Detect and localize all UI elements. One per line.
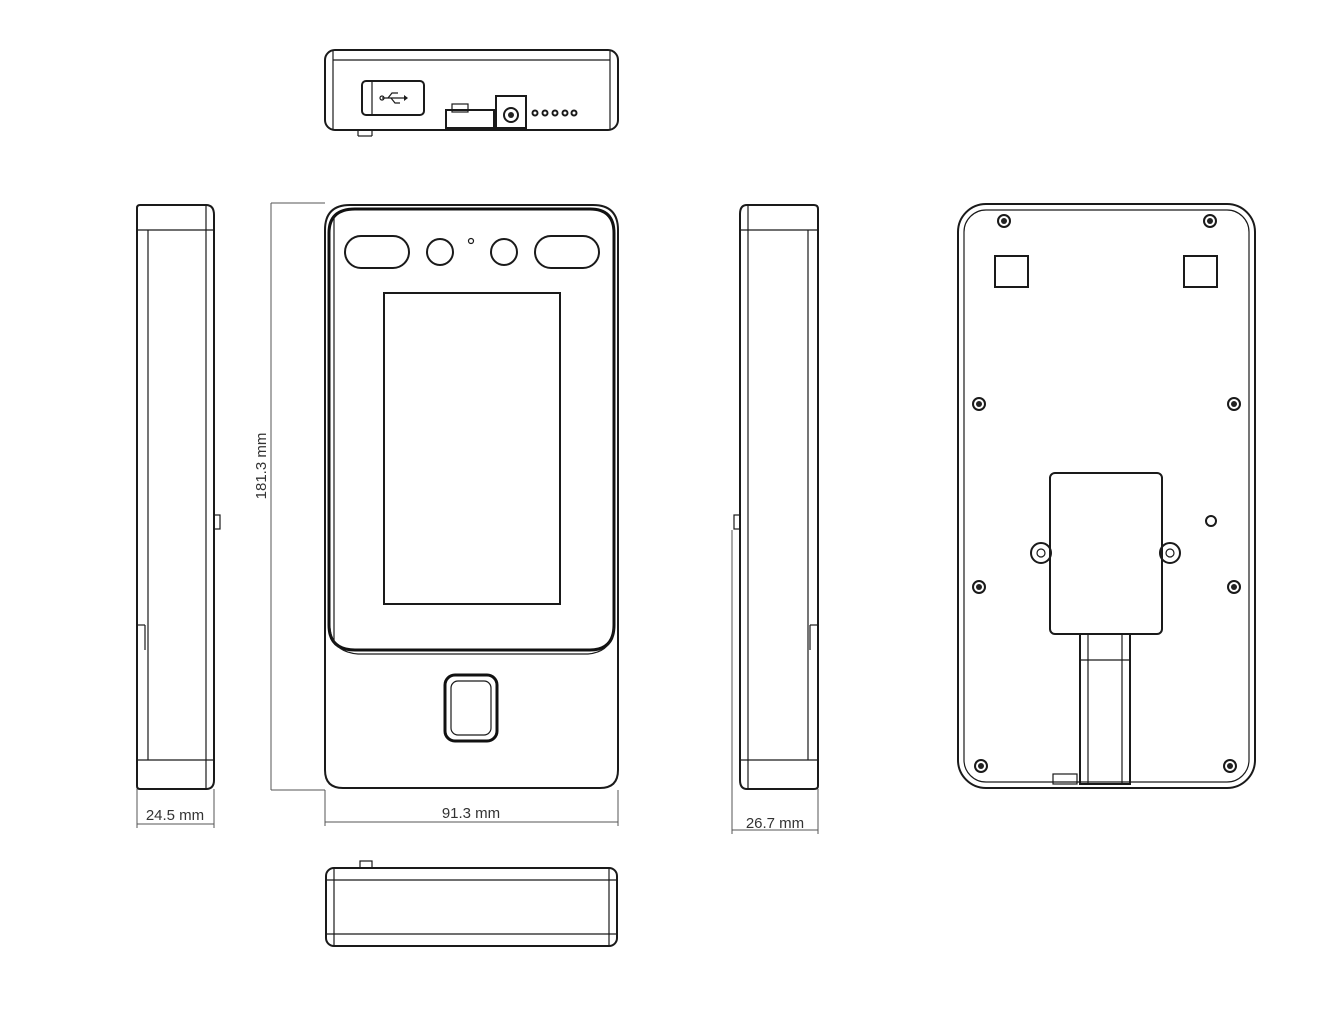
fingerprint-sensor (443, 673, 499, 743)
usb-port (361, 80, 425, 116)
right-side-view (733, 204, 819, 790)
height-dimension: 181.3 mm (253, 202, 325, 791)
left-depth-dimension: 24.5 mm (136, 789, 215, 828)
back-hole (1205, 515, 1217, 527)
top-view (324, 49, 619, 137)
back-pad-right (1183, 255, 1218, 288)
height-label: 181.3 mm (253, 433, 270, 500)
connector-port (445, 95, 527, 129)
width-dimension: 91.3 mm (324, 790, 619, 826)
width-label: 91.3 mm (442, 805, 500, 822)
left-side-view (136, 204, 221, 790)
right-depth-dimension: 26.7 mm (731, 530, 819, 834)
bottom-view (325, 860, 618, 947)
indicator-dots (531, 109, 578, 117)
camera-sensor-row (344, 235, 600, 269)
back-pad-left (994, 255, 1029, 288)
left-depth-label: 24.5 mm (146, 807, 204, 824)
back-view (957, 203, 1256, 789)
mounting-screws (972, 214, 1241, 773)
display-screen (383, 292, 561, 605)
right-depth-label: 26.7 mm (746, 815, 804, 832)
front-view (324, 204, 619, 789)
mounting-bracket (1030, 472, 1181, 785)
usb-icon (379, 92, 408, 104)
